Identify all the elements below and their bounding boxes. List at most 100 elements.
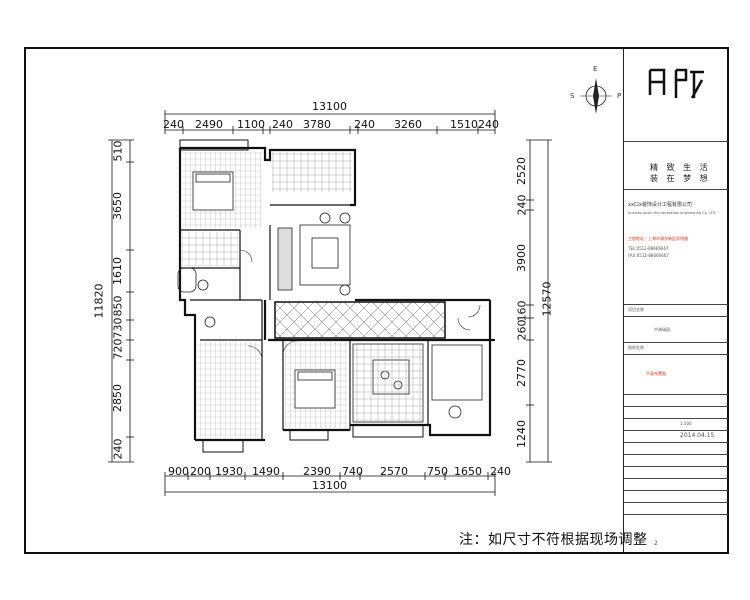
bathtub <box>177 267 197 293</box>
compass-north-label: E <box>593 65 598 73</box>
toilet-2 <box>204 316 216 328</box>
bottom-dim-3: 1930 <box>215 465 243 478</box>
right-dim-5: 260 <box>515 319 529 341</box>
bottom-total-dimension: 13100 <box>312 479 347 492</box>
top-dim-2: 2490 <box>195 118 223 131</box>
top-dimension-lines <box>164 110 496 134</box>
corridor-tiled-floor <box>274 301 446 339</box>
compass-rose <box>580 78 612 114</box>
company-tel: TEL:0512-88666667 <box>628 246 669 251</box>
top-dim-1: 240 <box>163 118 184 131</box>
project-label: 项目名称 <box>628 307 644 312</box>
balcony-floor <box>272 152 352 192</box>
company-name-cn: xx口x装饰设计工程有限公司 <box>628 202 692 208</box>
drawing-name-row: 平面布置图 <box>624 354 728 395</box>
right-dim-3: 3900 <box>515 244 528 272</box>
left-dim-4: 850 <box>111 295 125 317</box>
master-bed <box>192 171 234 211</box>
page-number-row: 2 <box>624 514 728 553</box>
tb-row-blank-5 <box>624 466 728 479</box>
right-dim-4: 160 <box>515 300 529 322</box>
furniture <box>177 171 483 423</box>
top-dim-8: 1510 <box>450 118 478 131</box>
title-block: 精 致 生 活 装 在 梦 想 xx口x装饰设计工程有限公司 huaxian j… <box>623 49 728 552</box>
toilet <box>197 279 209 291</box>
left-total-dimension: 11820 <box>92 283 106 319</box>
top-dim-3: 1100 <box>237 118 265 131</box>
bedroom-2-floor <box>197 342 260 438</box>
bottom-dim-1: 900 <box>168 465 189 478</box>
right-dim-2: 240 <box>515 194 529 216</box>
drawing-border <box>24 47 729 554</box>
top-dim-6: 240 <box>354 118 375 131</box>
tb-row-blank-1 <box>624 394 728 407</box>
closet-area <box>182 232 238 266</box>
drawing-label: 图纸名称 <box>628 345 644 350</box>
date-value: 2014.04.15 <box>680 432 715 439</box>
tb-row-blank-6 <box>624 478 728 491</box>
top-dim-9: 240 <box>478 118 499 131</box>
bottom-dim-10: 240 <box>490 465 511 478</box>
scale-row: 1:100 <box>624 418 728 431</box>
dimension-note: 注：如尺寸不符根据现场调整 <box>459 532 648 548</box>
tv-cabinet <box>277 227 293 291</box>
page-number: 2 <box>654 540 658 547</box>
bottom-dim-2: 200 <box>190 465 211 478</box>
balconies <box>179 139 424 453</box>
right-dimension-lines <box>526 139 552 463</box>
company-address: 工程地址：上海市浦东新区崇明路 <box>628 236 688 241</box>
drawing-name: 平面布置图 <box>646 371 666 376</box>
kitchen-counter <box>431 344 483 401</box>
bottom-dim-9: 1650 <box>454 465 482 478</box>
tb-row-blank-3 <box>624 442 728 455</box>
bottom-dim-6: 740 <box>342 465 363 478</box>
right-dim-7: 1240 <box>515 420 528 448</box>
left-dim-7: 2850 <box>111 384 124 412</box>
logo-section <box>624 141 728 190</box>
left-dim-2: 3650 <box>111 192 124 220</box>
company-fax: FAX:0512-88666667 <box>628 253 669 258</box>
compass-east-label: P <box>617 92 622 100</box>
right-total-dimension: 12570 <box>540 281 554 317</box>
drawing-label-row: 图纸名称 <box>624 342 728 355</box>
right-dim-6: 2770 <box>515 359 528 387</box>
bedroom-3-bed <box>294 369 336 409</box>
top-total-dimension: 13100 <box>312 100 347 113</box>
company-logo <box>648 68 704 99</box>
tb-row-blank-4 <box>624 454 728 467</box>
date-row: 2014.04.15 <box>624 430 728 443</box>
company-name-en: huaxian jiaxin the decoration engineerin… <box>628 211 716 215</box>
slogan-line-2: 装 在 梦 想 <box>650 174 711 183</box>
top-dim-4: 240 <box>272 118 293 131</box>
project-name: 中海瑞园 <box>654 327 670 332</box>
door-swings <box>239 249 481 361</box>
left-dimension-lines <box>108 139 134 463</box>
project-label-row: 项目名称 <box>624 304 728 317</box>
bottom-dim-5: 2390 <box>303 465 331 478</box>
living-sofa-set <box>299 224 351 286</box>
right-dim-1: 2520 <box>515 157 528 185</box>
company-section: xx口x装饰设计工程有限公司 huaxian jiaxin the decora… <box>624 189 728 305</box>
left-dim-1: 510 <box>111 140 125 162</box>
kitchen-round-table <box>448 405 462 419</box>
top-dim-5: 3780 <box>303 118 331 131</box>
bottom-dim-8: 750 <box>427 465 448 478</box>
slogan-line-1: 精 致 生 活 <box>650 163 711 172</box>
left-dim-5: 730 <box>111 317 125 339</box>
bottom-dim-7: 2570 <box>380 465 408 478</box>
compass-west-label: S <box>570 92 575 100</box>
bottom-dim-4: 1490 <box>252 465 280 478</box>
tb-row-blank-7 <box>624 490 728 503</box>
top-dim-7: 3260 <box>394 118 422 131</box>
bottom-dimension-lines <box>164 472 496 496</box>
tb-row-blank-8 <box>624 502 728 515</box>
scale-value: 1:100 <box>680 421 692 426</box>
left-dim-6: 720 <box>111 338 125 360</box>
interior-walls <box>180 204 429 440</box>
left-dim-3: 1610 <box>111 257 124 285</box>
dining-floor <box>352 343 424 423</box>
project-name-row: 中海瑞园 <box>624 316 728 343</box>
tb-row-blank-2 <box>624 406 728 419</box>
left-dim-8: 240 <box>111 438 125 460</box>
